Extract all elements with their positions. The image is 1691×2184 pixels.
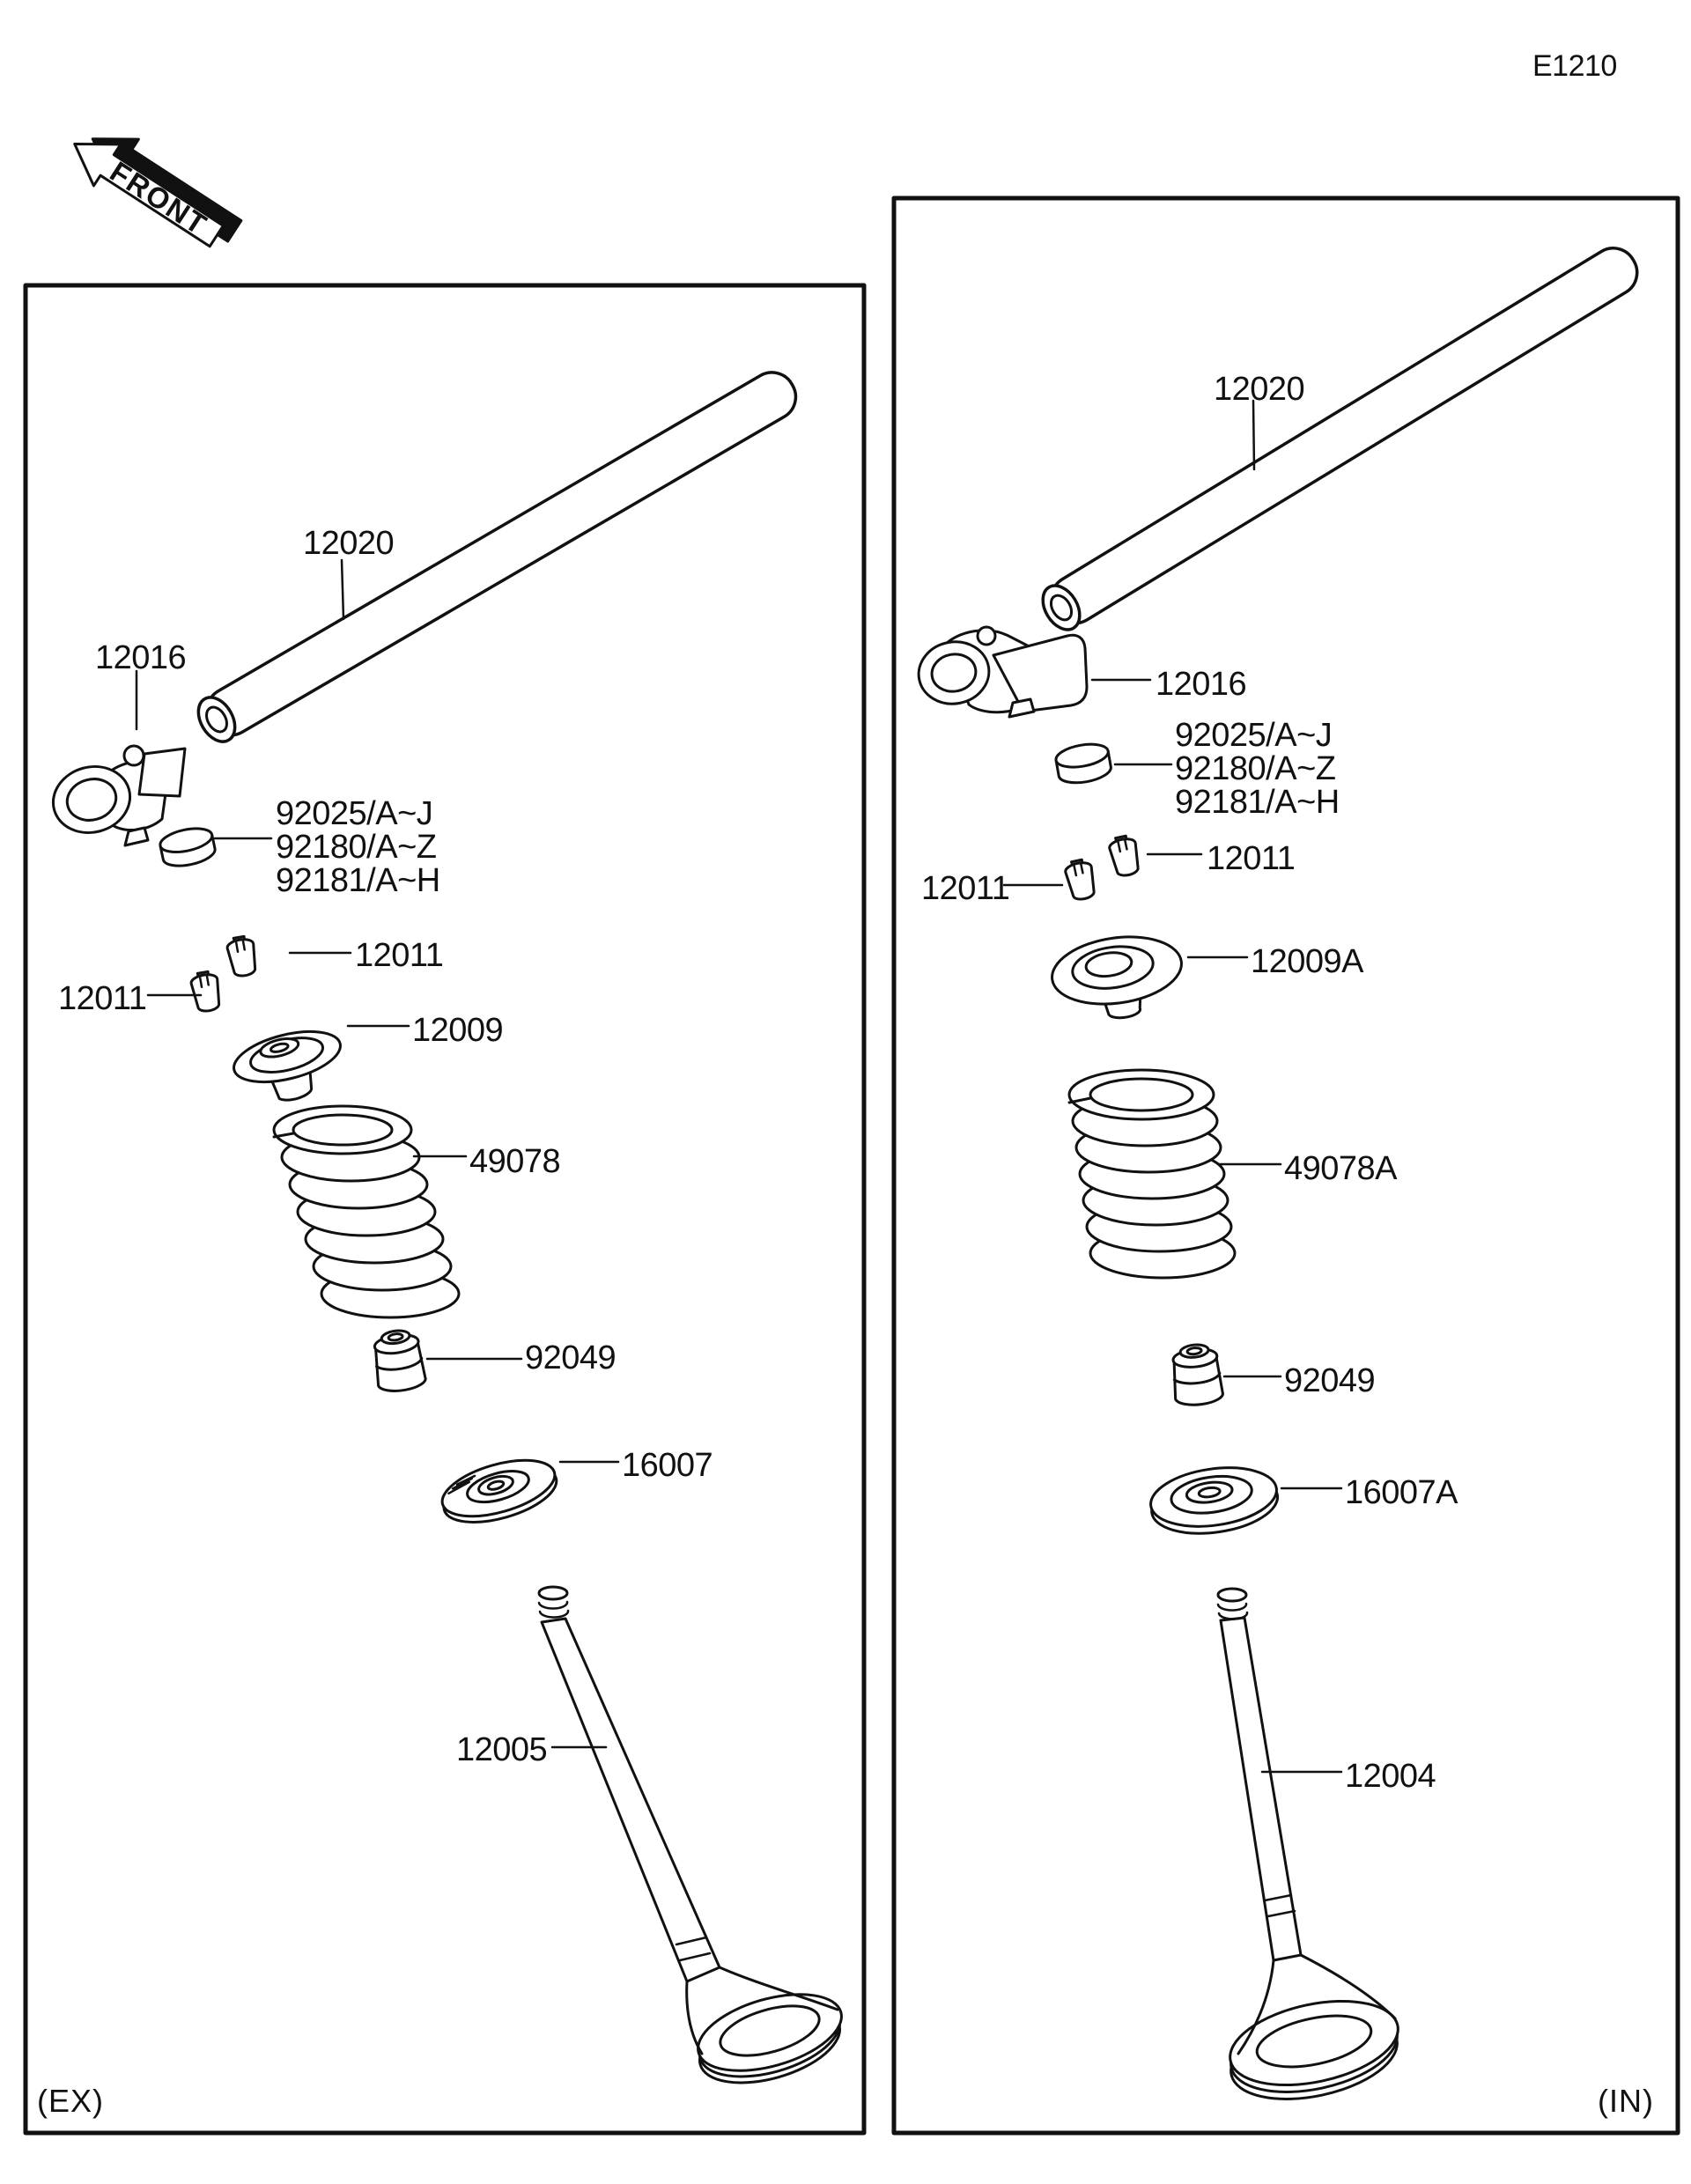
exhaust-label-keeper-lower: 12011: [58, 980, 147, 1017]
exhaust-shim-drawing: [159, 827, 217, 867]
exhaust-rocker-arm-drawing: [51, 744, 187, 847]
intake-label-valve-spring: 49078A: [1284, 1150, 1398, 1187]
exhaust-spring-retainer-drawing: [233, 1029, 342, 1102]
intake-label-keeper-upper: 12011: [1207, 840, 1296, 877]
front-direction-arrow: FRONT: [73, 137, 243, 248]
intake-label-shim-row-1: 92025/A~J: [1175, 717, 1333, 754]
intake-label-keeper-lower: 12011: [921, 870, 1010, 907]
intake-valve-seal-drawing: [1171, 1343, 1224, 1406]
intake-valve-drawing: [1216, 1587, 1399, 2100]
exhaust-label-valve: 12005: [456, 1731, 548, 1768]
intake-leader-lines: [1002, 399, 1343, 1774]
exhaust-leader-lines: [135, 558, 620, 1749]
intake-label-push-rod: 12020: [1214, 371, 1305, 408]
intake-label-valve: 12004: [1345, 1758, 1436, 1795]
exhaust-push-rod-drawing: [196, 371, 798, 743]
intake-rocker-arm-drawing: [917, 625, 1089, 719]
exhaust-panel-caption: (EX): [37, 2083, 104, 2119]
intake-label-spring-retainer: 12009A: [1251, 943, 1364, 980]
intake-label-shim-row-3: 92181/A~H: [1175, 784, 1340, 821]
intake-label-valve-seal: 92049: [1284, 1362, 1376, 1399]
intake-label-spring-seat: 16007A: [1345, 1474, 1458, 1511]
intake-push-rod-drawing: [1041, 247, 1639, 631]
intake-panel-caption: (IN): [1598, 2083, 1654, 2119]
exhaust-label-rocker-arm: 12016: [95, 639, 187, 676]
exhaust-label-shim-row-2: 92180/A~Z: [276, 829, 437, 866]
intake-valve-keeper-lower-drawing: [1064, 858, 1096, 901]
exhaust-valve-spring-drawing: [272, 1104, 461, 1319]
intake-spring-seat-drawing: [1149, 1466, 1280, 1535]
exhaust-valve-keeper-upper-drawing: [225, 934, 257, 978]
intake-spring-retainer-drawing: [1051, 935, 1183, 1020]
exhaust-label-shim-row-1: 92025/A~J: [276, 795, 433, 832]
intake-shim-drawing: [1054, 742, 1112, 785]
exhaust-label-valve-spring: 49078: [469, 1143, 561, 1180]
page-code: E1210: [1532, 49, 1617, 83]
intake-valve-spring-drawing: [1067, 1068, 1237, 1280]
exhaust-valve-seal-drawing: [373, 1329, 427, 1392]
exhaust-label-valve-seal: 92049: [525, 1339, 617, 1376]
exhaust-valve-keeper-lower-drawing: [189, 970, 221, 1013]
intake-label-shim-row-2: 92180/A~Z: [1175, 750, 1336, 787]
exhaust-panel-frame: [23, 283, 867, 2136]
intake-panel-frame: [891, 196, 1680, 2136]
exhaust-label-keeper-upper: 12011: [355, 937, 444, 974]
intake-valve-keeper-upper-drawing: [1108, 834, 1140, 877]
intake-label-rocker-arm: 12016: [1156, 666, 1247, 703]
exhaust-valve-drawing: [537, 1585, 843, 2084]
exhaust-label-shim-row-3: 92181/A~H: [276, 862, 440, 899]
exhaust-label-push-rod: 12020: [303, 525, 395, 562]
exhaust-label-spring-retainer: 12009: [412, 1012, 504, 1049]
exhaust-label-spring-seat: 16007: [622, 1447, 713, 1484]
exhaust-spring-seat-drawing: [440, 1458, 558, 1524]
